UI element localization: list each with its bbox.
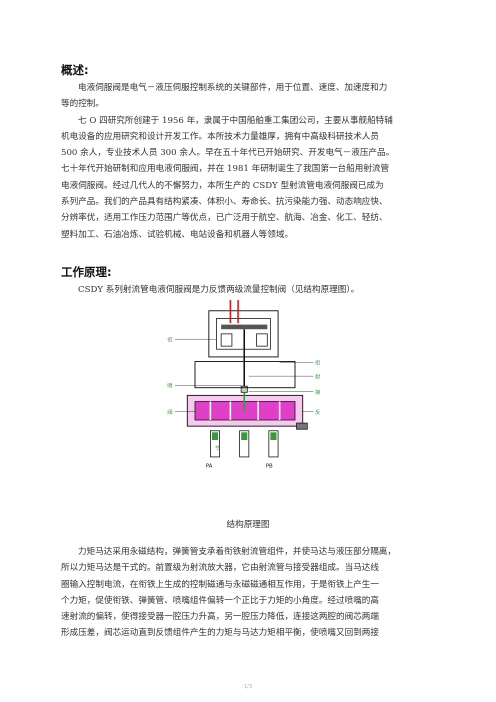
text-line: 500 余人，专业技术人员 300 余人。早在五十年代已开始研究、开发电气－液压… — [61, 148, 395, 159]
port-fill — [241, 432, 248, 440]
armature — [221, 324, 268, 330]
label-pb: PB — [266, 464, 273, 470]
label-left-low: 阀 — [167, 408, 172, 416]
text-line: 系列产品。我们的产品具有结构紧凑、体积小、寿命长、抗污染能力强、动态响应快、 — [61, 197, 388, 208]
text-line: 形成压差，阀芯运动直到反馈组件产生的力矩与马达力矩相平衡，使喷嘴又回到两接 — [61, 628, 379, 639]
label-right-4: 反 — [315, 408, 321, 416]
filter-plug — [296, 422, 308, 430]
text-line: 塑料加工、石油冶炼、试验机械、电站设备和机器人等领域。 — [61, 229, 294, 240]
overview-heading: 概述: — [61, 63, 89, 77]
coil-left — [220, 333, 233, 347]
label-right-1: 衔 — [315, 359, 321, 367]
text-line: 等的控制。 — [61, 99, 104, 110]
principle-heading: 工作原理: — [61, 265, 112, 279]
text-line: 机电设备的应用研究和设计开发工作。本所技术力量雄厚，拥有中高级科研技术人员 — [61, 131, 379, 142]
port-fill — [270, 432, 277, 440]
label-left-mid: 喷 — [167, 382, 173, 390]
text-line: 电液伺服阀。经过几代人的不懈努力，本所生产的 CSDY 型射流管电液伺服阀已成为 — [61, 180, 384, 191]
port-fill — [211, 432, 219, 440]
body-paragraph: 力矩马达采用永磁结构，弹簧管支承着衔铁射流管组件，并使马达与液压部分隔离， 所以… — [61, 544, 435, 642]
port-b — [268, 430, 279, 458]
text-line: 力矩马达采用永磁结构，弹簧管支承着衔铁射流管组件，并使马达与液压部分隔离， — [78, 547, 396, 557]
page-number: 1/3 — [243, 684, 253, 690]
label-right-3: 接 — [315, 388, 321, 396]
text-line: 个力矩，促使衔铁、弹簧管、喷嘴组件偏转一个正比于力矩的小角度。经过喷嘴的高 — [61, 595, 379, 606]
torque-motor-outline — [208, 310, 279, 358]
housing — [194, 361, 296, 389]
text-line: 七 O 四研究所创建于 1956 年，隶属于中国船舶重工集团公司，主要从事舰船特… — [78, 115, 393, 126]
label-pa: PA — [206, 464, 213, 470]
text-line: CSDY 系列射流管电液伺服阀是力反馈两级流量控制阀（见结构原理图）。 — [78, 285, 360, 295]
text-line: 所以力矩马达是干式的。前置级为射流放大器，它由射流管与接受器组成。当马达线 — [61, 563, 379, 574]
label-left-top: 衔 — [167, 336, 173, 344]
overview-paragraph: 电液伺服阀是电气－液压伺服控制系统的关键部件，用于位置、速度、加速度和力 等的控… — [61, 80, 435, 243]
nozzle — [240, 385, 248, 393]
magnet-outline — [216, 318, 271, 350]
text-line: 分辨率优，适用工作压力范围广等优点，已广泛用于航空、航海、冶金、化工、轻纺、 — [61, 213, 388, 224]
label-bottom-small: 节 — [215, 445, 221, 452]
port-a — [210, 430, 220, 458]
coil-right — [256, 333, 268, 347]
port-p — [239, 430, 250, 458]
text-line: 速射流的偏转，使得接受器一腔压力升高，另一腔压力降低，连接这两腔的阀芯两端 — [61, 612, 379, 623]
diagram-caption: 结构原理图 — [226, 520, 270, 530]
principle-intro: CSDY 系列射流管电液伺服阀是力反馈两级流量控制阀（见结构原理图）。 — [61, 282, 435, 298]
structure-diagram: 衔 喷 阀 衔 射 接 反 节 PA PB — [167, 300, 321, 470]
label-right-2: 射 — [315, 372, 321, 380]
text-line: 圈输入控制电流，在衔铁上生成的控制磁通与永磁磁通相互作用，于是衔铁上产生一 — [61, 579, 379, 590]
text-line: 电液伺服阀是电气－液压伺服控制系统的关键部件，用于位置、速度、加速度和力 — [78, 83, 388, 93]
text-line: 七十年代开始研制和应用电液伺服阀，并在 1981 年研制诞生了我国第一台船用射流… — [61, 164, 390, 175]
